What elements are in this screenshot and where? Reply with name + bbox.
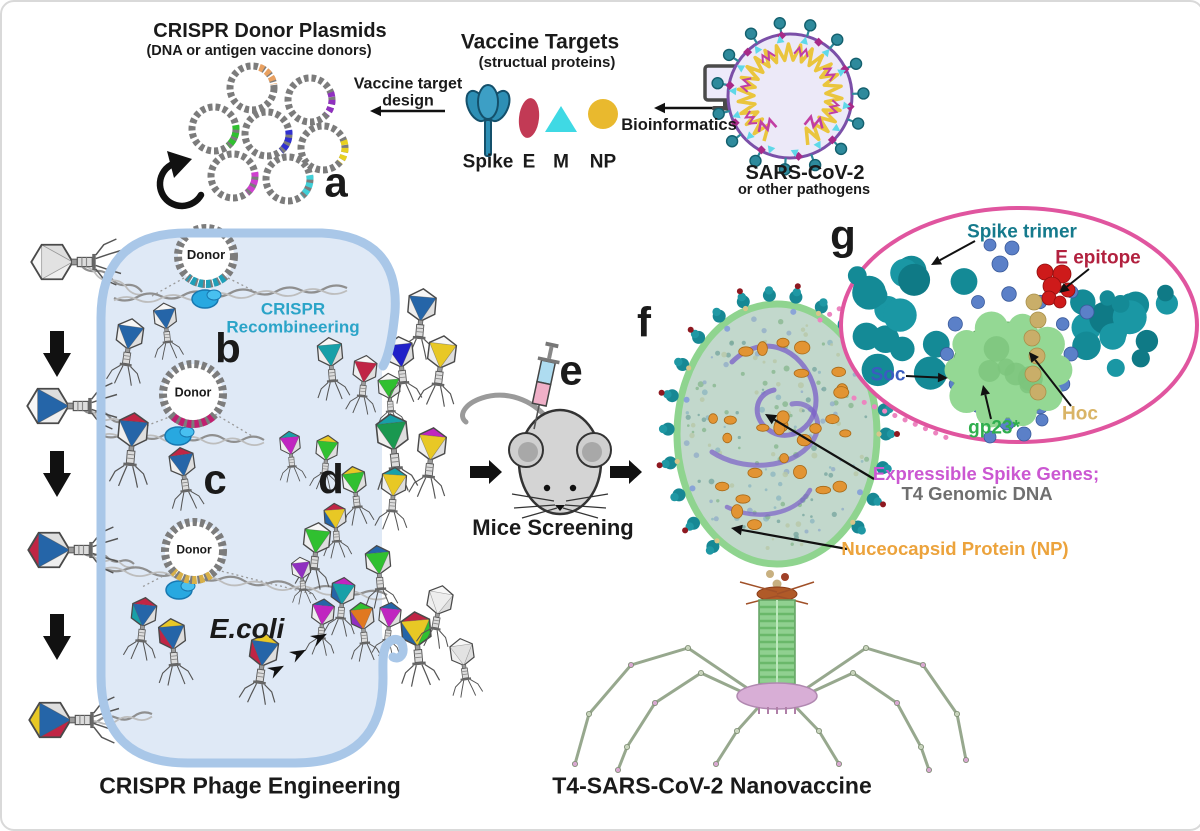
gp23-label: gp23* bbox=[968, 419, 1020, 440]
donor-label-1: Donor bbox=[187, 248, 225, 262]
nucleocapsid-protein-label: Nuceocapsid Protein (NP) bbox=[841, 539, 1068, 559]
target-label-m: M bbox=[553, 153, 569, 174]
vaccine-target-design-line1: Vaccine target bbox=[354, 76, 463, 93]
expressible-spike-genes-label: Expressible Spike Genes; bbox=[873, 464, 1099, 484]
plasmid-icons bbox=[192, 66, 345, 201]
mice-screening-label: Mice Screening bbox=[472, 516, 633, 540]
target-label-spike: Spike bbox=[463, 153, 514, 174]
target-label-np: NP bbox=[590, 153, 616, 174]
vaccine-target-design-label: Vaccine target design bbox=[354, 76, 463, 111]
vaccine-targets-title: Vaccine Targets bbox=[461, 32, 619, 55]
bioinformatics-label: Bioinformatics bbox=[621, 117, 737, 135]
donor-label-2: Donor bbox=[175, 386, 212, 400]
panel-letter-e: e bbox=[559, 347, 582, 392]
crispr-recombineering-line2: Recombineering bbox=[226, 319, 359, 337]
panel-letter-f: f bbox=[637, 299, 651, 344]
np-protein-icon bbox=[588, 99, 618, 129]
t4-genomic-dna-label: T4 Genomic DNA bbox=[901, 484, 1052, 504]
sars-cov-2-subtitle: or other pathogens bbox=[738, 183, 870, 199]
crispr-recombineering-line1: CRISPR bbox=[226, 301, 359, 319]
crispr-phage-engineering-caption: CRISPR Phage Engineering bbox=[99, 774, 401, 799]
panel-letter-c: c bbox=[203, 456, 226, 501]
target-label-e: E bbox=[523, 153, 536, 174]
donor-plasmids-title: CRISPR Donor Plasmids bbox=[153, 21, 386, 43]
e-protein-icon bbox=[517, 97, 541, 139]
vaccine-target-design-line2: design bbox=[354, 93, 463, 110]
soc-label: Soc bbox=[871, 366, 906, 387]
m-protein-icon bbox=[545, 106, 577, 132]
e-epitope-label: E epitope bbox=[1055, 249, 1141, 270]
donor-label-3: Donor bbox=[176, 544, 211, 557]
spike-trimer-label: Spike trimer bbox=[967, 223, 1077, 244]
sars-cov-2-virus-illustration bbox=[712, 18, 869, 175]
panel-letter-g: g bbox=[830, 212, 856, 257]
vaccine-targets-subtitle: (structual proteins) bbox=[479, 55, 616, 71]
donor-plasmids-subtitle: (DNA or antigen vaccine donors) bbox=[146, 44, 371, 60]
ecoli-label: E.coli bbox=[210, 614, 285, 644]
panel-letter-a: a bbox=[324, 159, 347, 204]
panel-letter-d: d bbox=[318, 456, 344, 501]
nanovaccine-caption: T4-SARS-CoV-2 Nanovaccine bbox=[552, 774, 872, 799]
crispr-recombineering-label: CRISPR Recombineering bbox=[226, 301, 359, 338]
hoc-label: Hoc bbox=[1062, 405, 1098, 426]
spike-icon bbox=[462, 85, 513, 156]
